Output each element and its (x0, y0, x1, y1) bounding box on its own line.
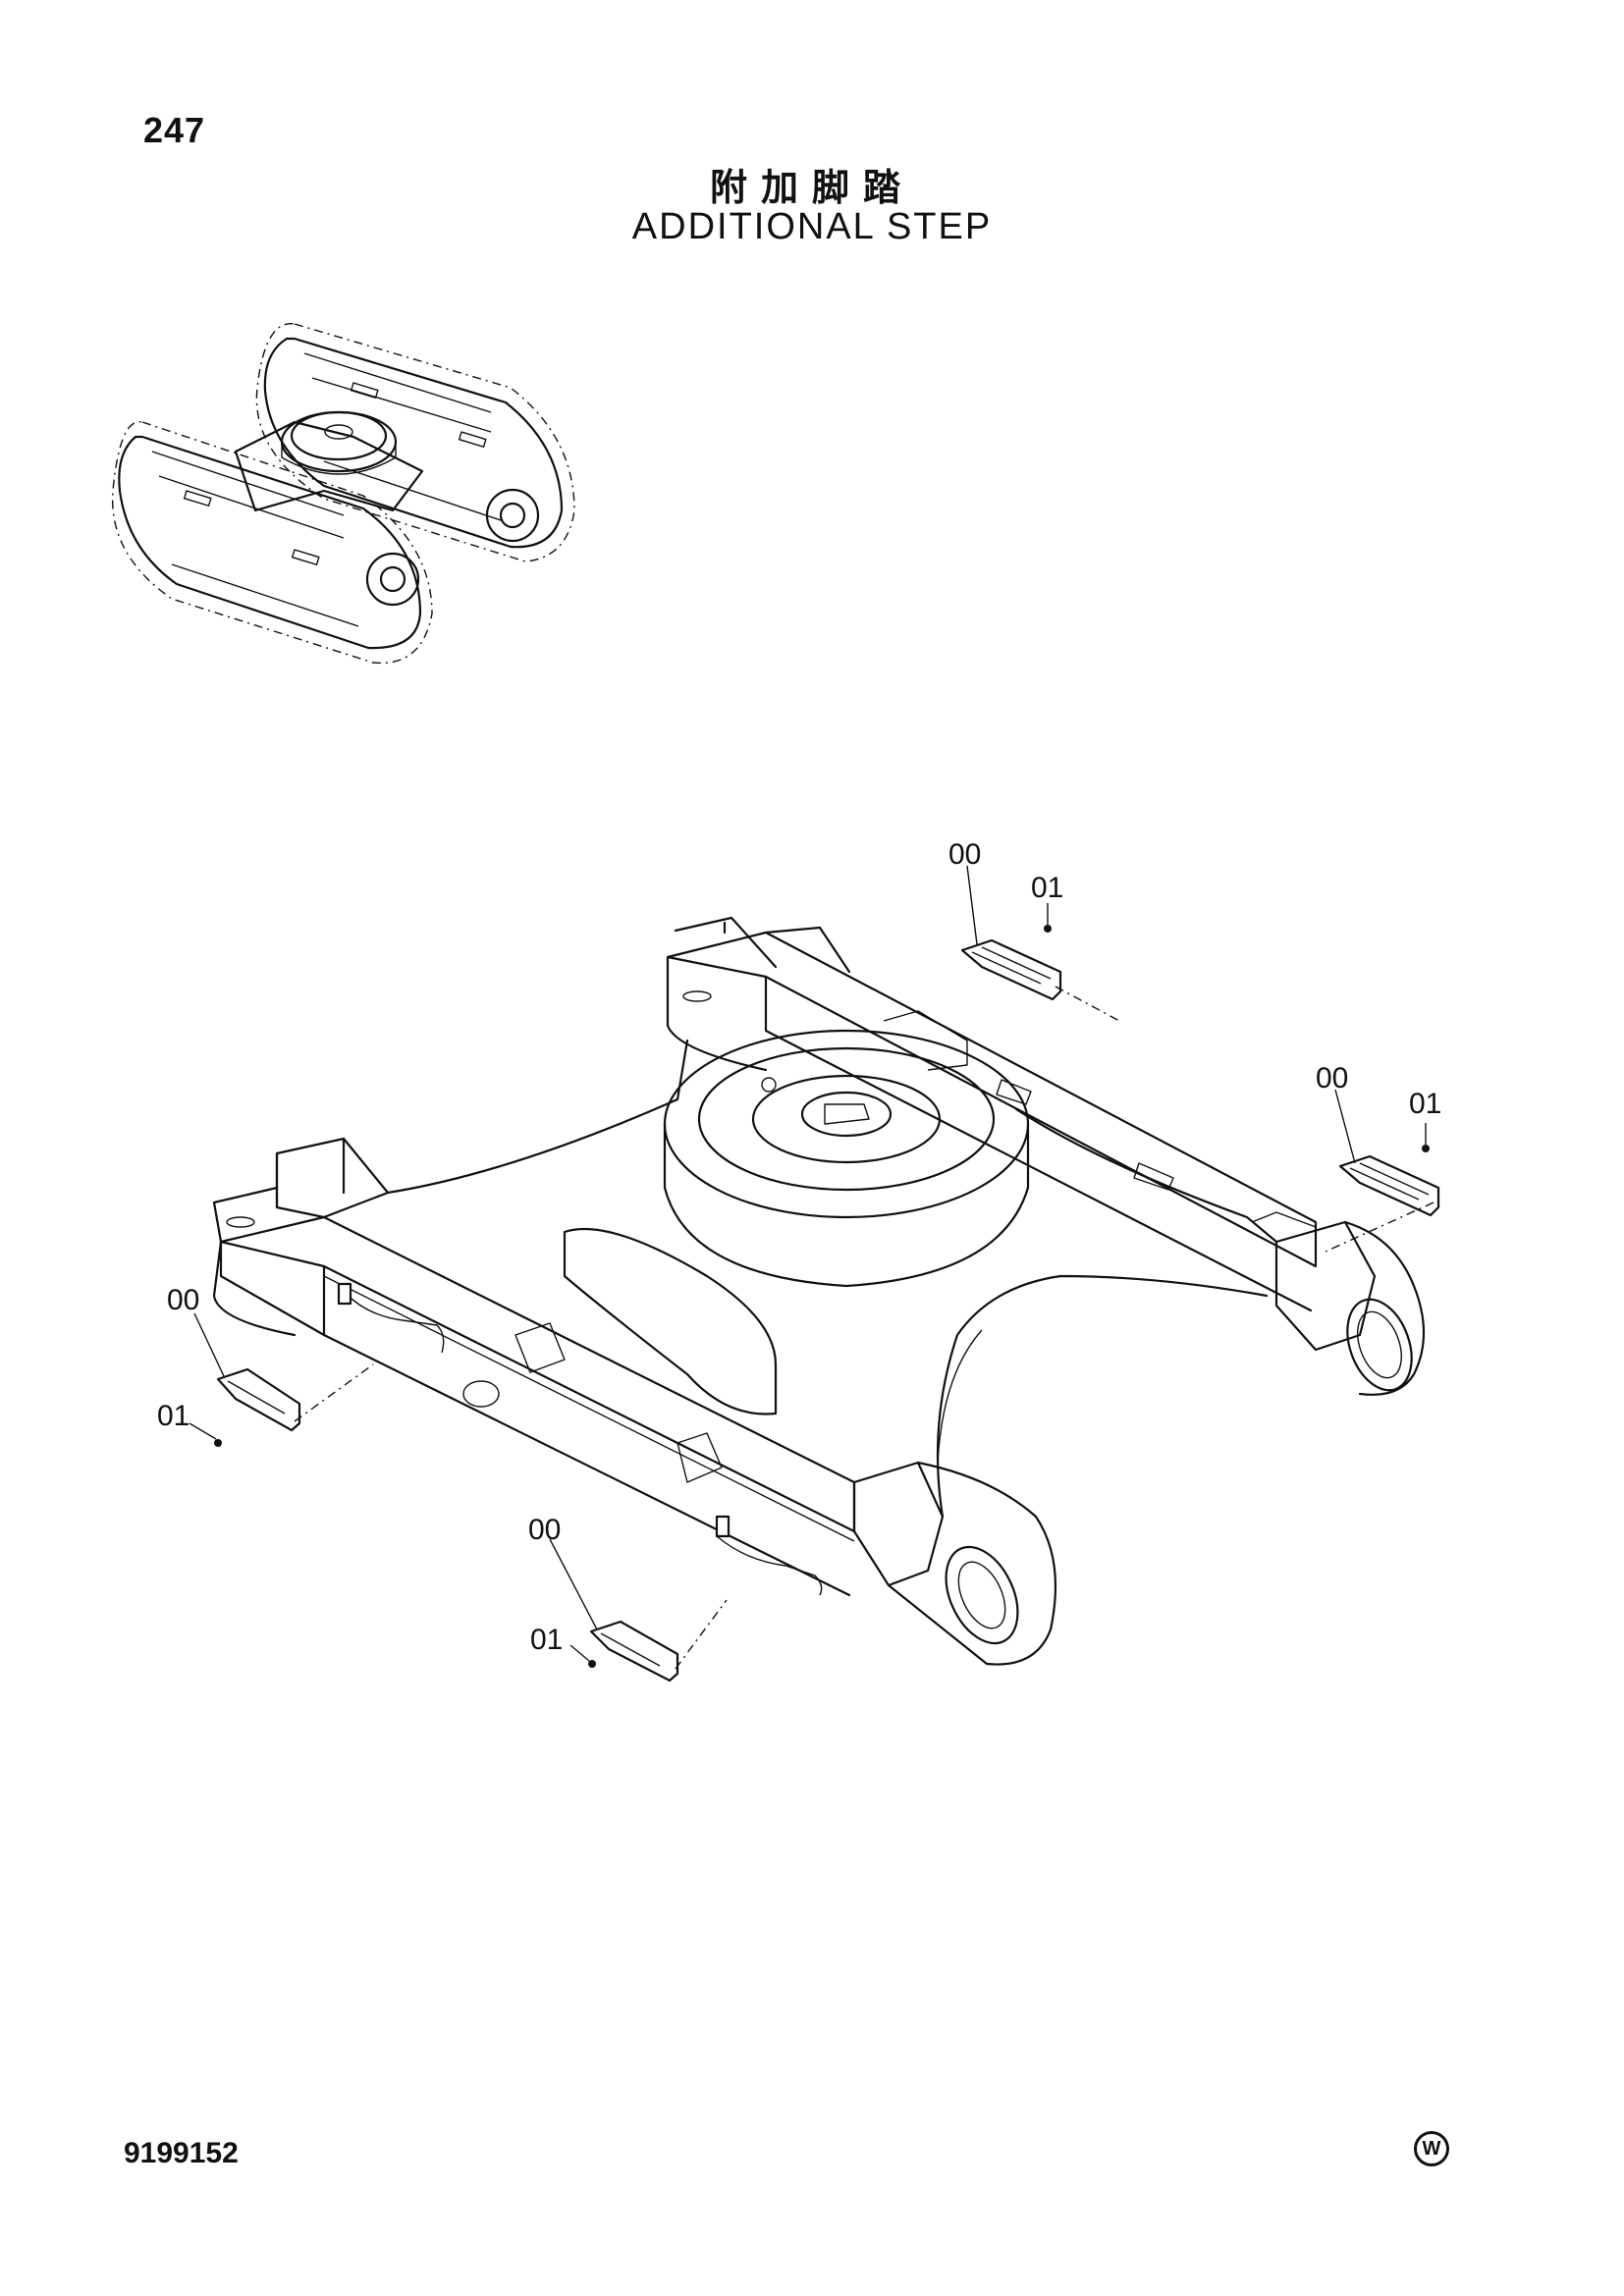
title-english: ADDITIONAL STEP (631, 206, 993, 247)
leader-lines (189, 865, 1435, 1670)
callout-step-right: 00 (1316, 1062, 1348, 1095)
w-mark-icon: W (1414, 2131, 1449, 2166)
steps (214, 925, 1440, 1682)
callout-bolt-left: 01 (157, 1400, 189, 1432)
page-number: 247 (143, 110, 206, 150)
callout-step-top: 00 (948, 838, 981, 871)
callout-bolt-bottom: 01 (530, 1624, 563, 1656)
callout-bolt-right: 01 (1409, 1088, 1441, 1120)
callouts: 00 01 00 01 00 01 00 01 (157, 838, 1441, 1656)
callout-step-left: 00 (167, 1284, 199, 1316)
title-chinese: 附加脚踏 (709, 166, 914, 209)
overview-undercarriage (111, 323, 575, 665)
callout-step-bottom: 00 (528, 1514, 561, 1546)
track-frame (212, 916, 1426, 1666)
callout-bolt-top: 01 (1031, 872, 1063, 904)
document-number: 9199152 (124, 2137, 239, 2169)
